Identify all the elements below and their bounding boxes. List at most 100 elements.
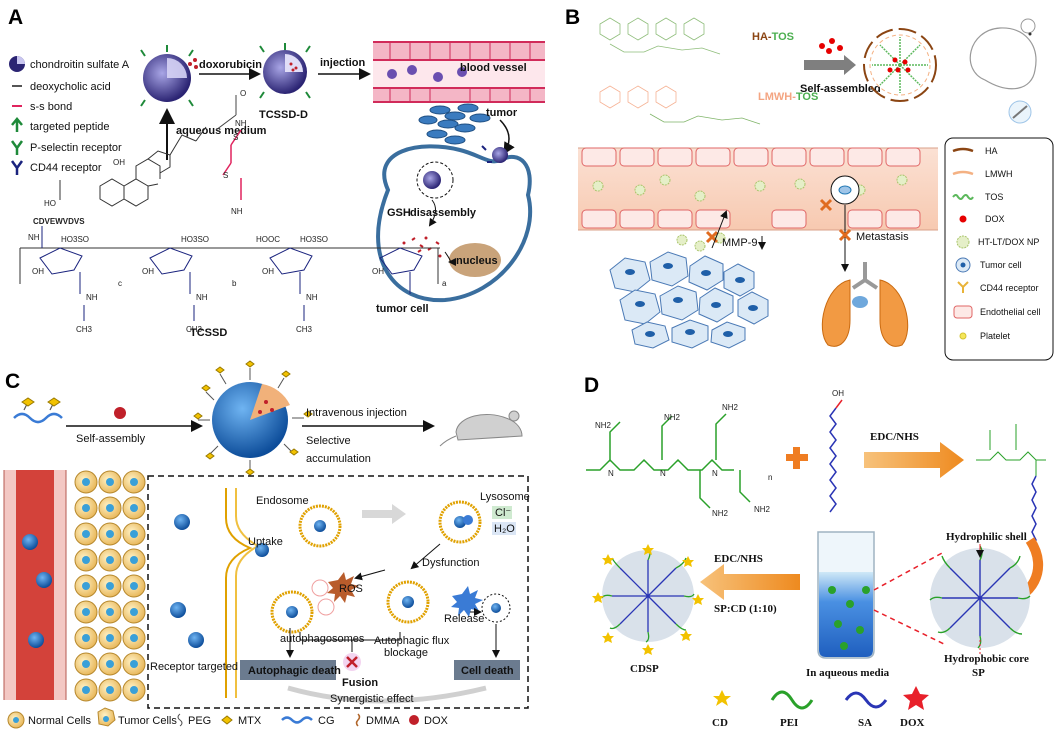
legend-b-tos: TOS: [985, 192, 1003, 202]
legend-deoxycholic-text: deoxycholic acid: [30, 81, 111, 93]
h2o-label: H₂O: [494, 523, 515, 535]
ros-label: ROS: [339, 583, 363, 595]
blood-vessel-label: blood vessel: [460, 62, 527, 74]
self-assembly-label: Self-assembly: [76, 433, 146, 445]
pei-nh2-4: NH2: [722, 403, 739, 412]
hydrophilic-label: Hydrophilic shell: [946, 531, 1027, 543]
plus-icon: [786, 447, 808, 469]
chem-oh: OH: [113, 158, 125, 167]
mmp9-label: MMP-9: [722, 237, 757, 249]
accumulation-label: accumulation: [306, 453, 371, 465]
pei-structure: [586, 413, 751, 509]
chem-o: O: [240, 89, 246, 98]
tcssd-d-label: TCSSD-D: [259, 109, 308, 121]
tcssd-structure: [19, 95, 440, 321]
np-icon: [956, 235, 970, 249]
gsh-label: GSH: [387, 207, 411, 219]
blockage-label: blockage: [384, 647, 428, 659]
ha-line-icon: [952, 147, 974, 153]
chem-nh-2: NH: [231, 207, 243, 216]
panel-c: C Self-assembly Intravenous injection Se…: [3, 360, 530, 729]
autophagic-death-label: Autophagic death: [248, 665, 341, 677]
uptake-label: Uptake: [248, 536, 283, 548]
self-assembled-label: Self-assembled: [800, 83, 881, 95]
dox-sphere-c: [114, 407, 126, 419]
chem-ch3-3: CH3: [296, 325, 313, 334]
legend-b-cd44: CD44 receptor: [980, 283, 1039, 293]
mouse-icon: [969, 18, 1037, 124]
autophagosomes-label: autophagosomes: [280, 633, 365, 645]
legend-b-endothelial: Endothelial cell: [980, 307, 1041, 317]
chem-so3-3: HO3SO: [300, 235, 328, 244]
legend-b-ha: HA: [985, 146, 998, 156]
bubble-2: [317, 598, 335, 616]
synergy-arc: [287, 685, 487, 704]
autophagosome-left: [270, 590, 314, 634]
legend-c-dox: DOX: [424, 715, 449, 727]
release-label: Release: [444, 613, 484, 625]
endothelial-row-bottom: [581, 209, 921, 229]
panel-c-legend: Normal Cells Tumor Cells PEG MTX CG DMMA…: [7, 707, 449, 729]
legend-b-lmwh: LMWH: [985, 169, 1013, 179]
blood-vessel-c: [3, 470, 67, 700]
mechanism-box: [147, 475, 529, 709]
dysfunction-label: Dysfunction: [422, 557, 479, 569]
dox-icon: [409, 715, 419, 725]
zoom-lines: [873, 551, 945, 645]
autophagic-death-box: [240, 660, 336, 680]
legend-d-pei: PEI: [780, 717, 798, 729]
pei-n-2: N: [660, 469, 666, 478]
aqueous-media-label: In aqueous media: [806, 667, 890, 679]
chem-ch3-2: CH3: [186, 325, 203, 334]
legend-c-dmma: DMMA: [366, 715, 400, 727]
cell-death-label: Cell death: [461, 665, 514, 677]
endosome-c: [298, 504, 342, 548]
cdsp-label: CDSP: [630, 663, 659, 675]
legend-d-cd: CD: [712, 717, 728, 729]
legend-b-dox: DOX: [985, 214, 1005, 224]
sa-wave-icon: [844, 691, 888, 709]
chem-so3-2: HO3SO: [181, 235, 209, 244]
aqueous-medium-label: aqueous medium: [176, 125, 267, 137]
ros-burst: [327, 572, 359, 603]
sp-micelle: [929, 545, 1031, 649]
ha-label: HA-TOS: [752, 31, 794, 43]
selective-label: Selective: [306, 435, 351, 447]
chem-s-2: S: [223, 171, 228, 180]
ratio-label: SP:CD (1:10): [714, 603, 777, 615]
dox-dots: [188, 58, 198, 69]
panel-b-legend-box: [944, 137, 1054, 361]
pei-nh2-5: NH2: [754, 505, 771, 514]
sa-chain-structure: [829, 399, 843, 513]
legend-b-tumor: Tumor cell: [980, 260, 1022, 270]
cd-star-icon: [713, 690, 731, 706]
y-receptor-icon: [10, 140, 24, 155]
legend-cd44-text: CD44 receptor: [30, 162, 102, 174]
tos-wave-icon: [952, 194, 974, 200]
tumor-cell-label: tumor cell: [376, 303, 429, 315]
cg-icon: [281, 716, 313, 724]
sp-label: SP: [972, 667, 985, 679]
legend-d-dox: DOX: [900, 717, 925, 729]
cdsp-micelle: [592, 544, 704, 655]
endothelial-row-top: [581, 147, 921, 167]
hydrophobic-label: Hydrophobic core: [944, 653, 1029, 665]
edc-label-1: EDC/NHS: [870, 431, 919, 443]
blood-vessel: [373, 41, 545, 103]
np-c-small: [170, 514, 269, 648]
cd44-icon: [957, 281, 969, 293]
legend-b-np: HT-LT/DOX NP: [978, 237, 1039, 247]
disassembly-label: disassembly: [410, 207, 477, 219]
chem-ch3-1: CH3: [76, 325, 93, 334]
beaker: [817, 531, 875, 659]
endothelial-icon: [953, 305, 973, 319]
chem-nh-4: NH: [86, 293, 98, 302]
endosome-label: Endosome: [256, 495, 309, 507]
mouse-c-icon: [439, 410, 523, 447]
chem-sub-a: a: [442, 279, 447, 288]
chem-nh-5: NH: [196, 293, 208, 302]
receptor-targeted-label: Receptor targeted: [150, 661, 238, 673]
dox-star-icon: [903, 686, 929, 710]
injection-label: injection: [320, 57, 366, 69]
